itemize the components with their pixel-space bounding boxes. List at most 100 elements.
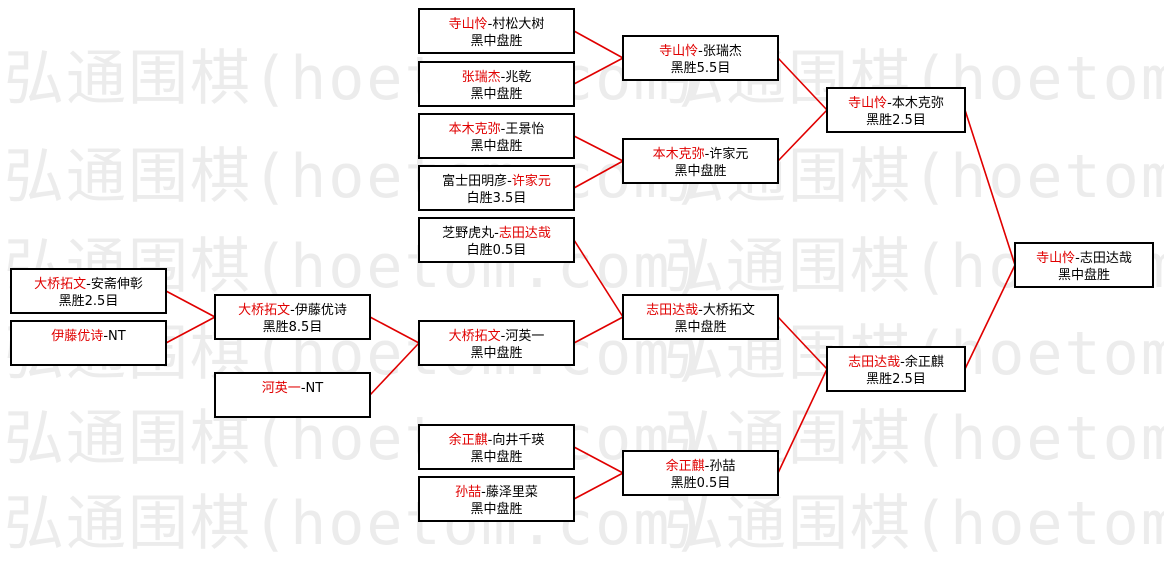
- bracket-connector: [573, 316, 624, 344]
- player-one-name: 张瑞杰: [461, 70, 501, 85]
- match-players: 寺山怜-志田达哉: [1016, 244, 1152, 267]
- match-result: 黑中盘胜: [470, 502, 523, 517]
- match-result: 黑胜5.5目: [670, 61, 731, 76]
- player-one-name: 芝野虎丸: [442, 226, 495, 241]
- player-one-name: 本木克弥: [652, 147, 705, 162]
- match-result: 黑胜8.5目: [262, 320, 323, 335]
- match-box: 本木克弥-许家元黑中盘胜: [622, 138, 779, 184]
- player-two-name: NT: [305, 381, 324, 396]
- bracket-connector: [573, 446, 624, 474]
- match-result: 白胜0.5目: [466, 243, 527, 258]
- match-box: 志田达哉-大桥拓文黑中盘胜: [622, 294, 779, 340]
- match-box: 孙喆-藤泽里菜黑中盘胜: [418, 476, 575, 522]
- match-players: 寺山怜-张瑞杰: [624, 37, 777, 60]
- match-players: 孙喆-藤泽里菜: [420, 478, 573, 501]
- match-result: 黑胜2.5目: [58, 294, 119, 309]
- versus-dash: -: [1075, 251, 1080, 266]
- versus-dash: -: [500, 70, 506, 85]
- match-result: 黑胜0.5目: [670, 476, 731, 491]
- player-two-name: 许家元: [709, 147, 749, 162]
- match-result: 白胜3.5目: [466, 191, 527, 206]
- match-box: 大桥拓文-伊藤优诗黑胜8.5目: [214, 294, 371, 340]
- bracket-connector: [573, 30, 624, 59]
- player-one-name: 河英一: [261, 381, 301, 396]
- bracket-connector: [573, 160, 624, 189]
- versus-dash: -: [290, 303, 295, 318]
- player-two-name: 余正麒: [904, 355, 944, 370]
- player-two-name: 河英一: [505, 329, 545, 344]
- match-box: 伊藤优诗-NT: [10, 320, 167, 366]
- player-one-name: 寺山怜: [848, 96, 888, 111]
- match-result: 黑中盘胜: [674, 320, 727, 335]
- player-two-name: 志田达哉: [498, 226, 551, 241]
- player-one-name: 伊藤优诗: [51, 329, 104, 344]
- match-players: 余正麒-向井千瑛: [420, 426, 573, 449]
- match-players: 大桥拓文-伊藤优诗: [216, 296, 369, 319]
- bracket-connector: [777, 109, 828, 162]
- player-two-name: 大桥拓文: [702, 303, 755, 318]
- player-one-name: 寺山怜: [448, 17, 488, 32]
- match-players: 志田达哉-大桥拓文: [624, 296, 777, 319]
- player-one-name: 大桥拓文: [238, 303, 291, 318]
- player-one-name: 大桥拓文: [448, 329, 501, 344]
- player-two-name: 安斋伸彰: [90, 277, 143, 292]
- match-players: 芝野虎丸-志田达哉: [420, 219, 573, 242]
- bracket-connector: [964, 264, 1016, 370]
- match-result: 黑胜2.5目: [866, 113, 926, 128]
- match-result: 黑中盘胜: [470, 139, 523, 154]
- versus-dash: -: [507, 174, 512, 189]
- versus-dash: -: [704, 147, 710, 162]
- bracket-connector: [165, 290, 216, 318]
- bracket-connector: [777, 57, 828, 111]
- match-box: 寺山怜-志田达哉黑中盘胜: [1014, 242, 1154, 288]
- bracket-connector: [165, 316, 216, 344]
- versus-dash: -: [494, 226, 499, 241]
- versus-dash: -: [300, 381, 306, 396]
- player-one-name: 大桥拓文: [34, 277, 87, 292]
- player-two-name: 本木克弥: [891, 96, 944, 111]
- match-result: 黑胜2.5目: [866, 372, 926, 387]
- match-result: 黑中盘胜: [1057, 268, 1110, 283]
- match-players: 张瑞杰-兆乾: [420, 63, 573, 86]
- match-box: 余正麒-孙喆黑胜0.5目: [622, 450, 779, 496]
- bracket-connector: [573, 472, 624, 500]
- versus-dash: -: [887, 96, 892, 111]
- bracket-connector: [777, 368, 828, 474]
- versus-dash: -: [698, 44, 703, 59]
- match-players: 本木克弥-王景怡: [420, 115, 573, 138]
- match-box: 芝野虎丸-志田达哉白胜0.5目: [418, 217, 575, 263]
- versus-dash: -: [487, 433, 493, 448]
- match-box: 寺山怜-张瑞杰黑胜5.5目: [622, 35, 779, 81]
- player-one-name: 余正麒: [448, 433, 488, 448]
- player-one-name: 志田达哉: [848, 355, 901, 370]
- bracket-connector: [573, 239, 624, 318]
- match-result: 黑中盘胜: [674, 164, 727, 179]
- match-players: 大桥拓文-河英一: [420, 322, 573, 345]
- match-result: 黑中盘胜: [470, 34, 523, 49]
- player-one-name: 寺山怜: [1036, 251, 1076, 266]
- player-two-name: 王景怡: [505, 122, 545, 137]
- versus-dash: -: [103, 329, 109, 344]
- match-box: 寺山怜-村松大树黑中盘胜: [418, 8, 575, 54]
- match-players: 志田达哉-余正麒: [828, 348, 964, 371]
- versus-dash: -: [500, 329, 506, 344]
- match-box: 志田达哉-余正麒黑胜2.5目: [826, 346, 966, 392]
- player-two-name: 许家元: [511, 174, 551, 189]
- match-box: 大桥拓文-安斋伸彰黑胜2.5目: [10, 268, 167, 314]
- match-box: 张瑞杰-兆乾黑中盘胜: [418, 61, 575, 107]
- match-players: 寺山怜-村松大树: [420, 10, 573, 33]
- match-box: 寺山怜-本木克弥黑胜2.5目: [826, 87, 966, 133]
- match-players: 寺山怜-本木克弥: [828, 89, 964, 112]
- versus-dash: -: [704, 459, 710, 474]
- player-two-name: 村松大树: [492, 17, 545, 32]
- match-players: 本木克弥-许家元: [624, 140, 777, 163]
- player-two-name: 藤泽里菜: [485, 485, 538, 500]
- bracket-connector: [369, 316, 420, 344]
- match-result: 黑中盘胜: [470, 346, 523, 361]
- player-two-name: 伊藤优诗: [294, 303, 347, 318]
- match-players: 富士田明彦-许家元: [420, 167, 573, 190]
- match-players: 余正麒-孙喆: [624, 452, 777, 475]
- bracket-connector: [573, 135, 624, 162]
- player-two-name: 孙喆: [709, 459, 736, 474]
- player-two-name: 志田达哉: [1079, 251, 1132, 266]
